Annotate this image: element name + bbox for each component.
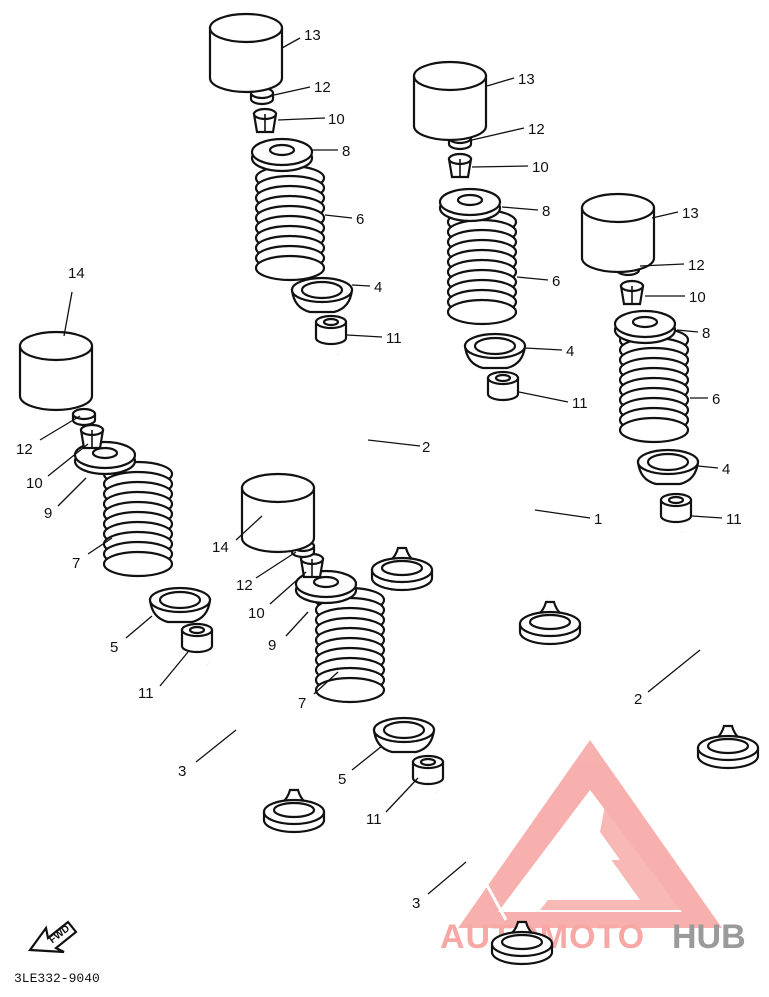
drawing-code: 3LE332-9040 [14, 971, 100, 986]
callout-a13: 13 [304, 27, 321, 44]
callout-a4: 4 [374, 279, 382, 296]
callout-a8: 8 [342, 143, 350, 160]
callout-labels: 13 12 10 8 6 4 11 2 13 12 10 8 6 4 11 1 … [16, 27, 742, 912]
callout-d9: 9 [44, 505, 52, 522]
callout-d7: 7 [72, 555, 80, 572]
callout-e7: 7 [298, 695, 306, 712]
callout-c10: 10 [689, 289, 706, 306]
callout-d11: 11 [138, 685, 154, 702]
callout-e10: 10 [248, 605, 265, 622]
callout-e9: 9 [268, 637, 276, 654]
callout-e11: 11 [366, 811, 382, 828]
callout-b13: 13 [518, 71, 535, 88]
callout-e14: 14 [212, 539, 229, 556]
valve-assembly-a [208, 12, 434, 592]
callout-e12: 12 [236, 577, 253, 594]
valve-assembly-d [18, 330, 326, 834]
callout-b8: 8 [542, 203, 550, 220]
callout-c13: 13 [682, 205, 699, 222]
callout-c2: 2 [634, 691, 642, 708]
fwd-arrow-icon: FWD [27, 920, 78, 954]
watermark-text-hub: HUB [672, 918, 746, 956]
callout-b11: 11 [572, 395, 588, 412]
callout-d14: 14 [68, 265, 85, 282]
callout-b10: 10 [532, 159, 549, 176]
callout-e3: 3 [412, 895, 420, 912]
callout-a6: 6 [356, 211, 364, 228]
callout-c4: 4 [722, 461, 730, 478]
callout-a2: 2 [422, 439, 430, 456]
callout-c6: 6 [712, 391, 720, 408]
callout-b4: 4 [566, 343, 574, 360]
leader-lines [39, 37, 723, 895]
callout-d3: 3 [178, 763, 186, 780]
callout-b12: 12 [528, 121, 545, 138]
valve-assembly-b [412, 60, 582, 646]
callout-c12: 12 [688, 257, 705, 274]
callout-d12: 12 [16, 441, 33, 458]
watermark-logo [458, 740, 722, 928]
callout-d5: 5 [110, 639, 118, 656]
callout-c11: 11 [726, 511, 742, 528]
callout-b6: 6 [552, 273, 560, 290]
valve-assembly-c [580, 192, 760, 770]
callout-a10: 10 [328, 111, 345, 128]
callout-b1: 1 [594, 511, 602, 528]
callout-e5: 5 [338, 771, 346, 788]
callout-c8: 8 [702, 325, 710, 342]
callout-a12: 12 [314, 79, 331, 96]
callout-a11: 11 [386, 330, 402, 347]
callout-d10: 10 [26, 475, 43, 492]
valve-assembly-e [240, 472, 554, 966]
